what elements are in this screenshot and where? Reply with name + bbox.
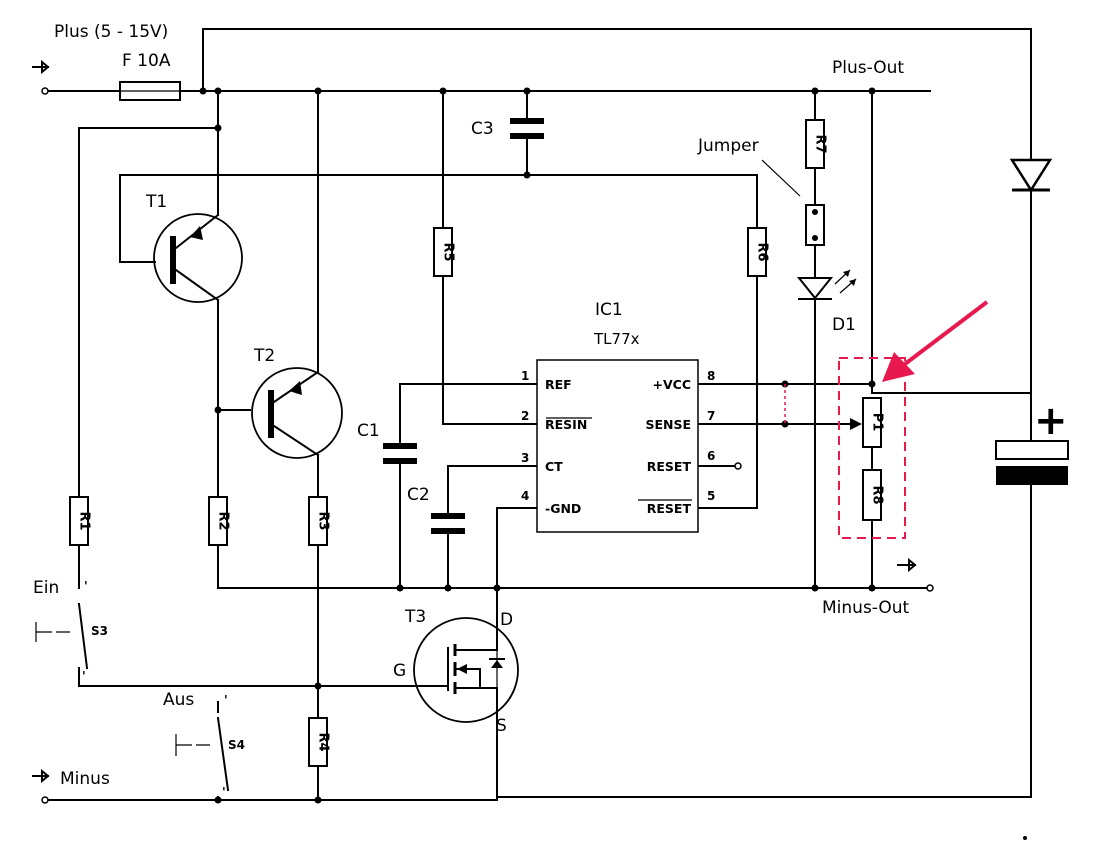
capacitor-c2 <box>431 513 465 534</box>
gate-label: G <box>393 661 406 681</box>
jumper-label: Jumper <box>697 136 759 156</box>
ic-pin-num: 1 <box>521 369 529 383</box>
battery-plus-sign: + <box>1034 398 1068 444</box>
capacitor-c1 <box>383 443 417 464</box>
fuse-label: F 10A <box>122 51 171 71</box>
mosfet-t3 <box>413 617 519 723</box>
jumper <box>761 159 825 246</box>
t1-label: T1 <box>145 192 167 212</box>
diode-protection <box>1009 158 1053 193</box>
t3-label: T3 <box>404 607 426 627</box>
resistor-r2 <box>208 496 228 546</box>
ic-pin-name: SENSE <box>645 417 691 432</box>
ic-pin-name: RESIN <box>545 417 587 432</box>
svg-text:': ' <box>84 579 88 593</box>
ic1-name: IC1 <box>595 300 623 320</box>
plus-input-label: Plus (5 - 15V) <box>54 22 168 42</box>
resistor-r3 <box>308 496 328 546</box>
ic-pin-name: -GND <box>545 501 581 516</box>
source-label: S <box>496 716 507 736</box>
drain-label: D <box>500 610 513 630</box>
fuse <box>119 81 181 101</box>
r4-label: R4 <box>316 732 331 751</box>
highlight-arrow <box>882 300 989 382</box>
ein-label: Ein <box>33 578 59 598</box>
r6-label: R6 <box>755 242 770 261</box>
ic-pin-name: RESET <box>647 459 692 474</box>
r7-label: R7 <box>813 134 828 153</box>
r3-label: R3 <box>316 511 331 530</box>
capacitor-c3 <box>510 118 544 139</box>
c2-label: C2 <box>407 485 430 505</box>
t2-label: T2 <box>253 346 275 366</box>
ic-pin-num: 7 <box>707 409 715 423</box>
ic-pin-num: 3 <box>521 451 529 465</box>
ic1-chip <box>536 359 699 533</box>
ic1-part: TL77x <box>593 330 640 348</box>
ic-pin-name: +VCC <box>653 377 692 392</box>
minus-out-label: Minus-Out <box>822 598 910 618</box>
transistor-t2 <box>251 367 343 459</box>
svg-text:': ' <box>82 669 86 683</box>
resistor-r5 <box>433 227 453 277</box>
switch-s3: ' ' <box>35 579 89 683</box>
highlight-box <box>784 357 906 539</box>
minus-input-label: Minus <box>60 769 110 789</box>
ic-pin-num: 6 <box>707 449 715 463</box>
r1-label: R1 <box>77 511 92 530</box>
r8-label: R8 <box>870 485 885 504</box>
resistor-r6 <box>747 227 767 277</box>
potentiometer-p1 <box>837 397 882 448</box>
transistor-t1 <box>153 213 243 303</box>
resistor-r8 <box>862 469 882 521</box>
s4-label: S4 <box>228 738 245 752</box>
ic-pin-num: 4 <box>521 489 529 503</box>
plus-out-label: Plus-Out <box>832 58 904 78</box>
ic-pin-name: REF <box>545 377 572 392</box>
ic-pin-name: RESET <box>647 501 692 516</box>
s3-label: S3 <box>91 624 108 638</box>
switch-s4: ' ' <box>175 693 230 799</box>
resistor-r4 <box>308 717 328 767</box>
c3-label: C3 <box>471 119 494 139</box>
ic-pin-num: 2 <box>521 409 529 423</box>
c1-label: C1 <box>357 421 380 441</box>
svg-text:': ' <box>222 785 226 799</box>
resistor-r7 <box>805 119 825 169</box>
d1-label: D1 <box>832 315 856 335</box>
r2-label: R2 <box>216 511 231 530</box>
p1-label: P1 <box>870 413 885 432</box>
wires <box>44 28 1032 801</box>
svg-text:': ' <box>224 693 228 707</box>
resistor-r1 <box>69 496 89 546</box>
junction-dots <box>199 87 876 804</box>
ic-pin-name: CT <box>545 459 563 474</box>
battery <box>995 440 1069 485</box>
r5-label: R5 <box>441 242 456 261</box>
ic-pin-num: 5 <box>707 489 715 503</box>
ic-pin-num: 8 <box>707 369 715 383</box>
aus-label: Aus <box>163 690 194 710</box>
terminals <box>32 59 1027 840</box>
led-d1 <box>796 269 857 300</box>
